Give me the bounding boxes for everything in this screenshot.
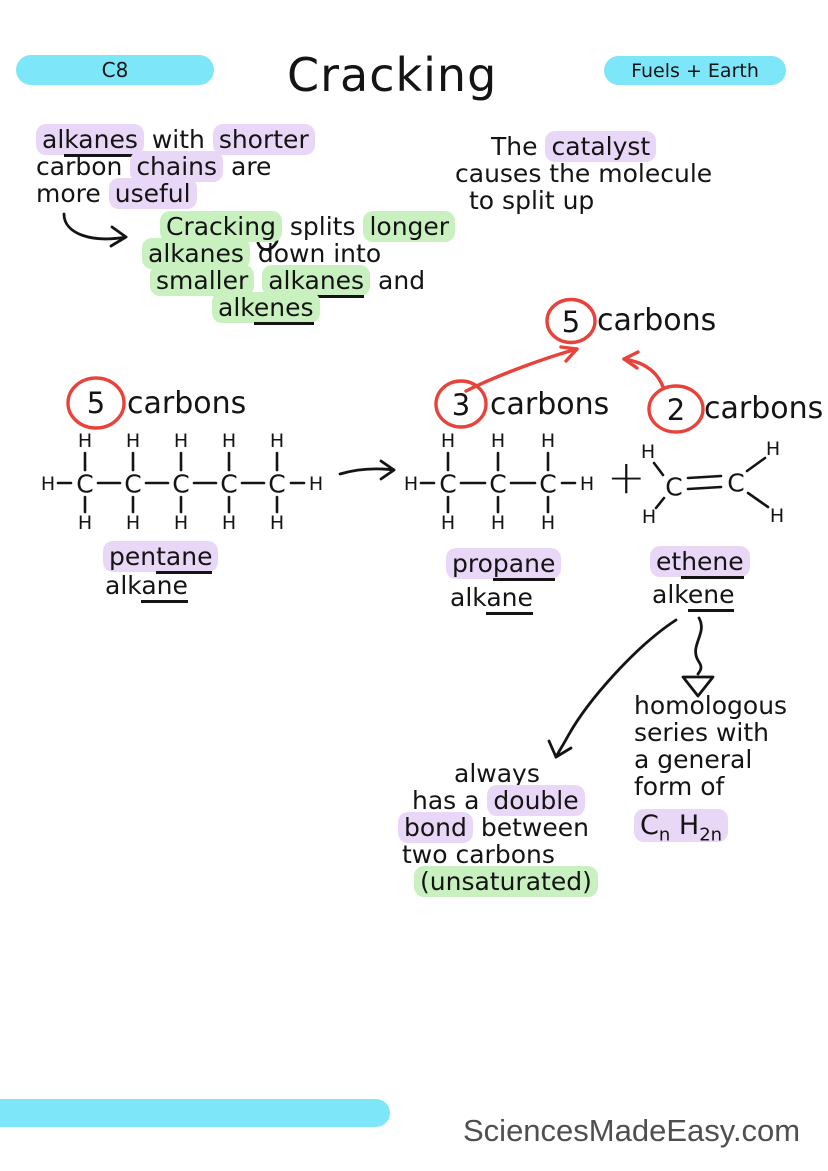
hydrogen-atom: H <box>270 512 284 534</box>
carbon-count-middle-number: 3 <box>451 388 471 422</box>
pentane-label: pentane alkane <box>103 541 219 603</box>
note-catalyst: The catalyst causes the molecule to spli… <box>455 131 713 215</box>
hydrogen-atom: H <box>770 505 784 527</box>
hydrogen-atom: H <box>766 438 780 460</box>
hydrogen-atom: H <box>441 430 455 452</box>
hydrogen-atom: H <box>491 430 505 452</box>
hydrogen-atom: H <box>222 430 236 452</box>
curved-arrow-icon <box>62 212 128 241</box>
carbon-atom: C <box>76 470 93 499</box>
note-double-bond: always has a double bond between two car… <box>398 760 598 897</box>
hydrogen-atom: H <box>174 430 188 452</box>
carbon-count-middle-label: carbons <box>490 387 610 422</box>
carbon-atom: C <box>172 470 189 499</box>
bond <box>745 456 767 473</box>
watermark: SciencesMadeEasy.com <box>463 1113 801 1148</box>
note-homologous-series: homologous series with a general form of… <box>634 691 788 846</box>
hollow-arrowhead-icon <box>681 675 715 698</box>
carbon-count-top-label: carbons <box>597 303 717 338</box>
ethene-label: ethene alkene <box>650 546 750 612</box>
bond <box>686 485 723 491</box>
hydrogen-atom: H <box>270 430 284 452</box>
curve-to-double-bond-arrow-icon <box>554 618 678 759</box>
propane-label: propane alkane <box>446 548 562 615</box>
hydrogen-atom: H <box>174 512 188 534</box>
red-arrow-2-to-5-icon <box>622 357 665 389</box>
hydrogen-atom: H <box>642 506 656 528</box>
course-code: C8 <box>101 58 129 82</box>
carbon-atom: C <box>539 470 556 499</box>
carbon-atom: C <box>268 470 285 499</box>
bond <box>746 491 770 509</box>
note-shorter-chains: alkanes with shorter carbon chains are m… <box>36 124 315 209</box>
hydrogen-atom: H <box>541 512 555 534</box>
carbon-count-right-number: 2 <box>666 393 686 427</box>
hydrogen-atom: H <box>404 473 418 495</box>
hydrogen-atom: H <box>441 512 455 534</box>
hydrogen-atom: H <box>78 512 92 534</box>
course-code-badge: C8 <box>16 55 214 85</box>
red-circle-3-icon <box>434 379 488 429</box>
plus-sign: + <box>607 450 646 504</box>
carbon-count-top-number: 5 <box>561 305 581 339</box>
bond <box>686 474 723 480</box>
carbon-atom: C <box>124 470 141 499</box>
red-circle-5-top-icon <box>545 297 597 345</box>
bond <box>652 461 665 477</box>
hydrogen-atom: H <box>641 441 655 463</box>
hydrogen-atom: H <box>126 512 140 534</box>
note-cracking-definition: Cracking splits longer alkanes down into… <box>142 211 456 325</box>
carbon-atom: C <box>220 470 237 499</box>
hydrogen-atom: H <box>78 430 92 452</box>
wavy-arrow-icon <box>694 616 703 676</box>
red-circle-2-icon <box>647 384 705 434</box>
page-title: Cracking <box>287 48 498 102</box>
footer-accent-bar <box>0 1099 390 1127</box>
bond <box>654 496 666 510</box>
carbon-count-left-number: 5 <box>86 386 106 420</box>
tick-stroke-icon <box>256 239 279 251</box>
reaction-arrow-icon <box>338 467 396 476</box>
hydrogen-atom: H <box>41 473 55 495</box>
carbon-count-right-label: carbons <box>704 391 824 426</box>
carbon-count-left-label: carbons <box>127 386 247 421</box>
hydrogen-atom: H <box>491 512 505 534</box>
hydrogen-atom: H <box>222 512 236 534</box>
topic-badge: Fuels + Earth <box>604 56 786 85</box>
hydrogen-atom: H <box>309 473 323 495</box>
hydrogen-atom: H <box>126 430 140 452</box>
carbon-atom: C <box>439 470 456 499</box>
carbon-atom: C <box>665 473 682 502</box>
topic-badge-label: Fuels + Earth <box>631 59 759 82</box>
general-formula: Cn H2n <box>634 809 729 845</box>
red-arrow-3-to-5-icon <box>464 347 579 393</box>
carbon-atom: C <box>727 469 744 498</box>
red-circle-5-left-icon <box>66 376 126 430</box>
hydrogen-atom: H <box>580 473 594 495</box>
carbon-atom: C <box>489 470 506 499</box>
hydrogen-atom: H <box>541 430 555 452</box>
